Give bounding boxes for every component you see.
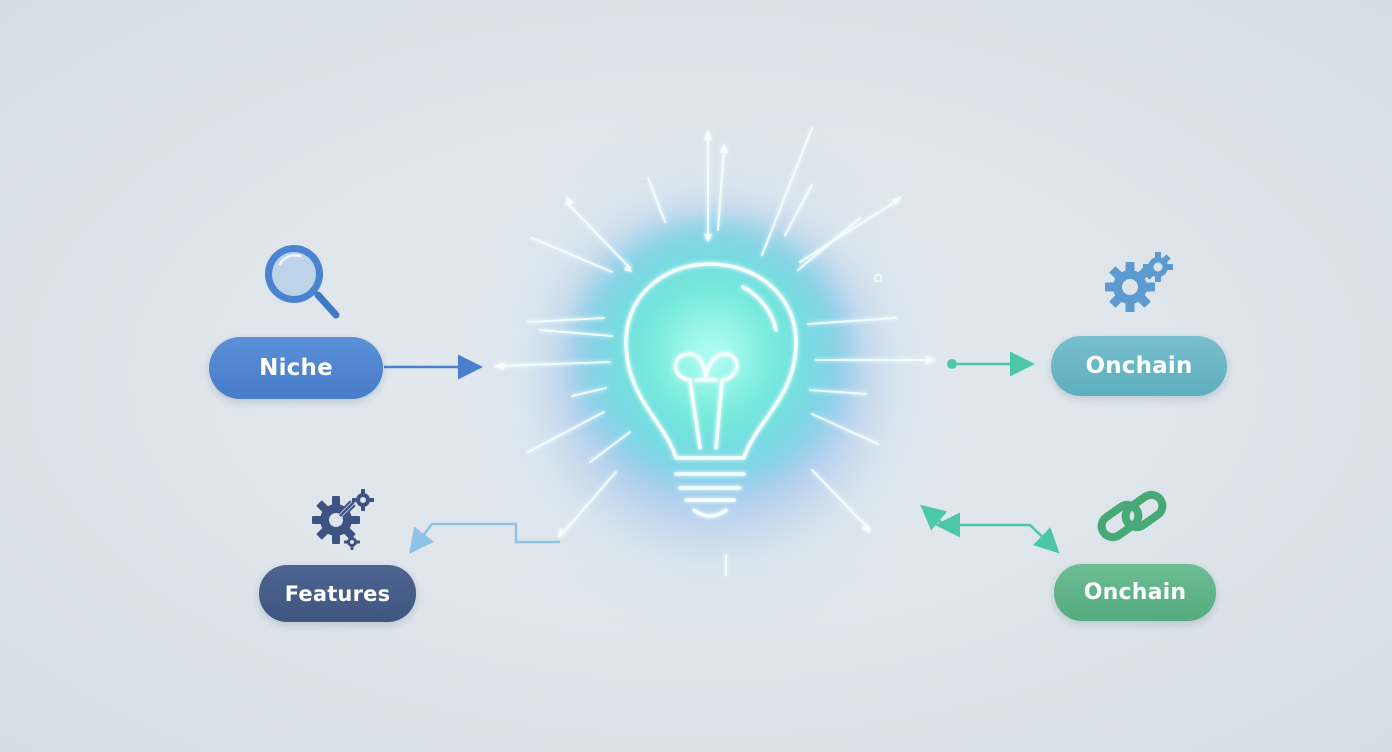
gears-icon-onchain (1105, 252, 1173, 312)
niche-label: Niche (259, 355, 333, 381)
features-label: Features (284, 581, 391, 606)
magnifying-glass-icon (265, 245, 340, 319)
niche-node[interactable]: Niche (209, 337, 383, 399)
connector-features (408, 522, 560, 554)
connector-onchain-top (947, 351, 1035, 377)
gears-icon (312, 489, 374, 550)
onchain-node-bottom[interactable]: Onchain (1054, 564, 1216, 621)
lightbulb-icon (624, 262, 798, 518)
connector-onchain-bottom (920, 504, 1060, 554)
onchain-bottom-label: Onchain (1083, 580, 1187, 605)
onchain-top-label: Onchain (1085, 353, 1193, 379)
features-node[interactable]: Features (259, 565, 416, 622)
sparkle-dot (873, 273, 883, 283)
chain-link-icon (1097, 490, 1167, 542)
ray-tips (494, 130, 936, 538)
center-halo (412, 75, 1012, 675)
onchain-node-top[interactable]: Onchain (1051, 336, 1227, 396)
light-rays (497, 127, 933, 576)
